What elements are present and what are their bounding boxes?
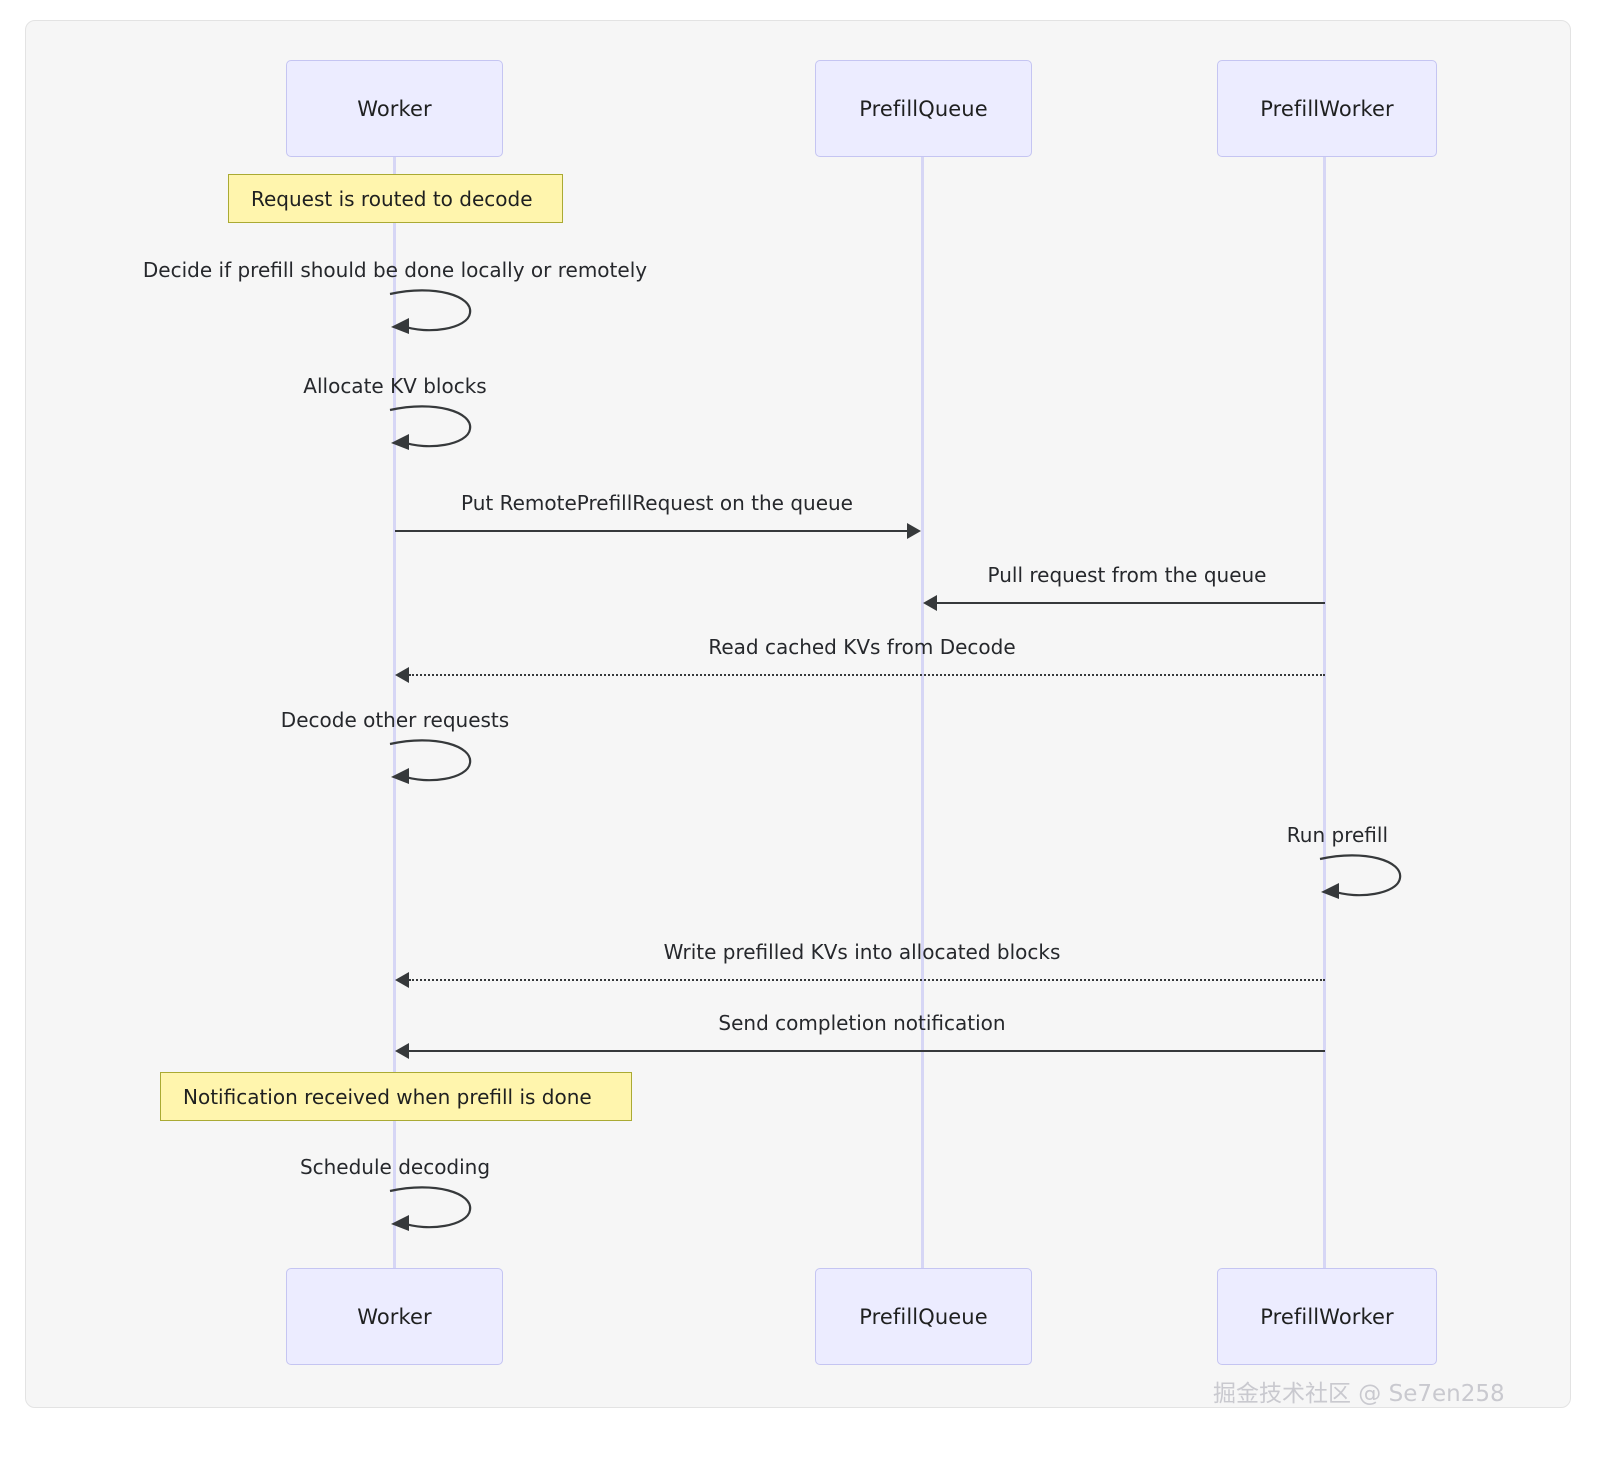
arrow-head-left xyxy=(395,972,409,988)
message-label-pull-request: Pull request from the queue xyxy=(987,563,1267,587)
message-line-send-completion-notification xyxy=(409,1050,1325,1052)
note-notification-received: Notification received when prefill is do… xyxy=(160,1072,632,1121)
arrow-head-right xyxy=(907,523,921,539)
lifeline-prefillqueue xyxy=(921,157,924,1270)
message-line-pull-request xyxy=(937,602,1325,604)
message-line-put-remote-prefill-request xyxy=(395,530,907,532)
message-line-write-prefilled-kvs xyxy=(409,979,1325,981)
message-label-decode-other-requests: Decode other requests xyxy=(280,708,510,732)
self-loop-decide-prefill xyxy=(389,289,472,334)
participant-label: PrefillQueue xyxy=(859,96,988,121)
message-label-allocate-kv: Allocate KV blocks xyxy=(303,374,487,398)
diagram-frame xyxy=(25,20,1571,1408)
lifeline-worker xyxy=(393,157,396,1270)
message-line-read-cached-kvs xyxy=(409,674,1325,676)
self-loop-decode-other-requests xyxy=(389,739,472,784)
note-label: Request is routed to decode xyxy=(251,186,533,211)
arrow-head-left xyxy=(395,667,409,683)
message-label-decide-prefill: Decide if prefill should be done locally… xyxy=(142,258,648,282)
participant-worker-bottom[interactable]: Worker xyxy=(286,1268,503,1365)
participant-label: PrefillWorker xyxy=(1260,1304,1394,1329)
message-label-put-remote-prefill-request: Put RemotePrefillRequest on the queue xyxy=(461,491,853,515)
participant-label: Worker xyxy=(357,1304,432,1329)
participant-prefillworker-bottom[interactable]: PrefillWorker xyxy=(1217,1268,1437,1365)
self-loop-schedule-decoding xyxy=(389,1186,472,1231)
message-label-run-prefill: Run prefill xyxy=(1286,823,1388,847)
note-request-routed: Request is routed to decode xyxy=(228,174,563,223)
note-label: Notification received when prefill is do… xyxy=(183,1084,592,1109)
participant-prefillqueue-top[interactable]: PrefillQueue xyxy=(815,60,1032,157)
self-loop-run-prefill xyxy=(1319,854,1402,899)
message-label-send-completion-notification: Send completion notification xyxy=(718,1011,1006,1035)
watermark: 掘金技术社区 @ Se7en258 xyxy=(1213,1381,1505,1407)
message-label-schedule-decoding: Schedule decoding xyxy=(299,1155,491,1179)
arrow-head-left xyxy=(395,1043,409,1059)
lifeline-prefillworker xyxy=(1323,157,1326,1270)
participant-prefillworker-top[interactable]: PrefillWorker xyxy=(1217,60,1437,157)
message-label-write-prefilled-kvs: Write prefilled KVs into allocated block… xyxy=(663,940,1061,964)
message-label-read-cached-kvs: Read cached KVs from Decode xyxy=(708,635,1016,659)
participant-label: PrefillQueue xyxy=(859,1304,988,1329)
participant-worker-top[interactable]: Worker xyxy=(286,60,503,157)
participant-label: PrefillWorker xyxy=(1260,96,1394,121)
participant-prefillqueue-bottom[interactable]: PrefillQueue xyxy=(815,1268,1032,1365)
arrow-head-left xyxy=(923,595,937,611)
self-loop-allocate-kv xyxy=(389,405,472,450)
participant-label: Worker xyxy=(357,96,432,121)
